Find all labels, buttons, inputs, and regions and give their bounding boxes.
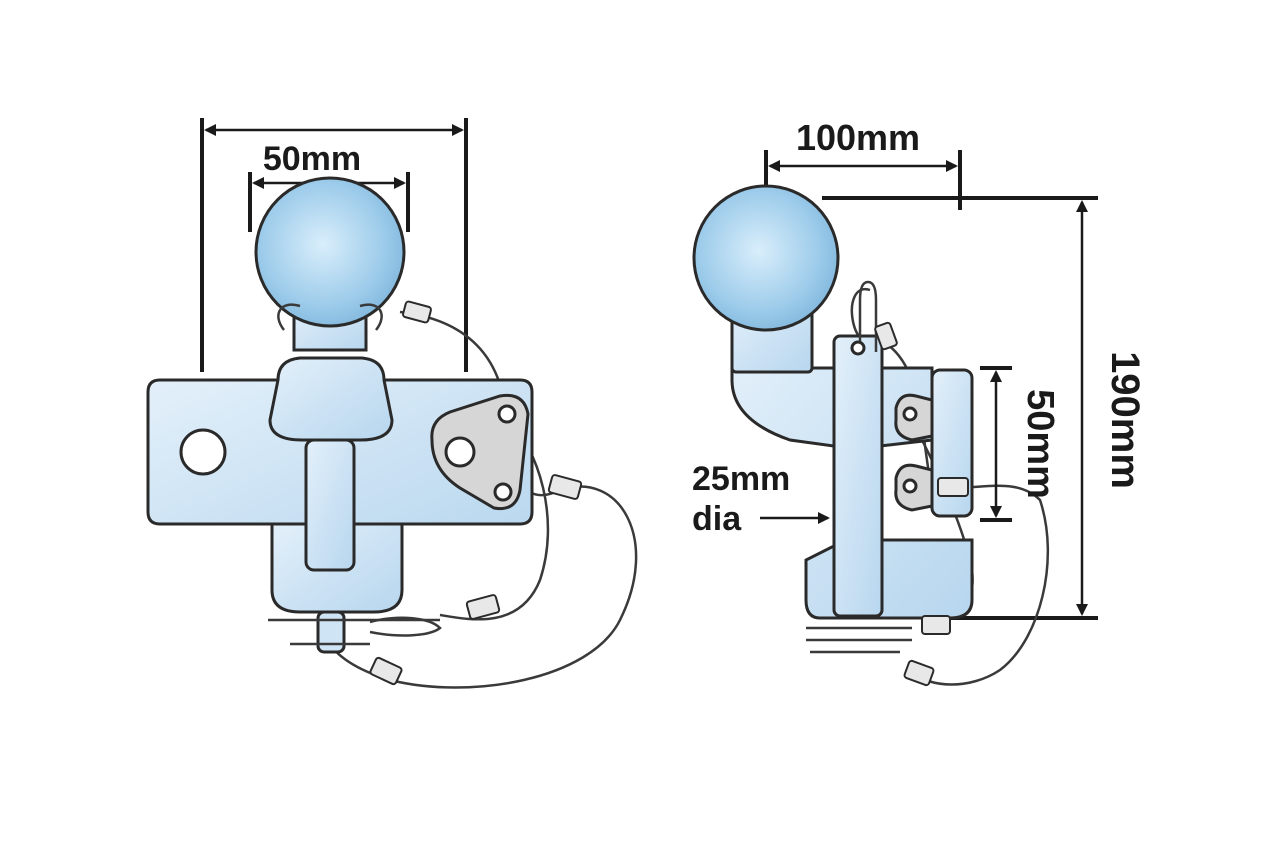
side-pin-clip xyxy=(858,280,878,352)
side-retaining-clip xyxy=(806,626,912,654)
side-pin-top-hole xyxy=(850,340,866,356)
front-collar xyxy=(268,356,394,442)
side-lug-top-hole xyxy=(902,406,918,422)
front-retaining-clip xyxy=(268,618,440,646)
front-wire-ferrule-4 xyxy=(369,656,403,686)
pin-spacing-label: 50mm xyxy=(1019,389,1061,499)
side-view: 100mm 190mm xyxy=(692,117,1147,687)
front-view: 50mm xyxy=(146,118,638,689)
front-coupling-pin xyxy=(304,438,356,572)
front-ball-clip xyxy=(277,303,383,331)
front-wire-ferrule-3 xyxy=(465,594,501,620)
side-tow-ball xyxy=(692,184,840,332)
front-side-lug xyxy=(430,393,530,511)
front-mounting-hole xyxy=(179,428,227,476)
front-side-lug-rivet-bottom xyxy=(493,482,513,502)
side-wire-ferrule-3 xyxy=(921,615,951,635)
front-wire-ferrule-2 xyxy=(547,474,583,500)
front-retaining-clip-2 xyxy=(369,616,442,637)
height-label: 190mm xyxy=(1103,351,1147,489)
side-wire-ferrule-2 xyxy=(937,477,969,497)
ball-diameter-label: 50mm xyxy=(263,140,361,178)
side-wire-ferrule-1 xyxy=(874,321,898,351)
front-side-lug-rivet-top xyxy=(497,404,517,424)
front-side-lug-hole xyxy=(444,436,476,468)
offset-label: 100mm xyxy=(796,117,920,158)
side-wire-ferrule-4 xyxy=(903,659,935,687)
side-pin-body xyxy=(832,334,884,618)
side-lug-bottom-hole xyxy=(902,478,918,494)
pin-diameter-label-line2: dia xyxy=(692,500,742,538)
pin-diameter-label-line1: 25mm xyxy=(692,460,790,498)
front-pin-tip xyxy=(316,610,346,654)
front-tow-ball xyxy=(254,176,406,328)
front-wire-ferrule-1 xyxy=(402,300,432,324)
